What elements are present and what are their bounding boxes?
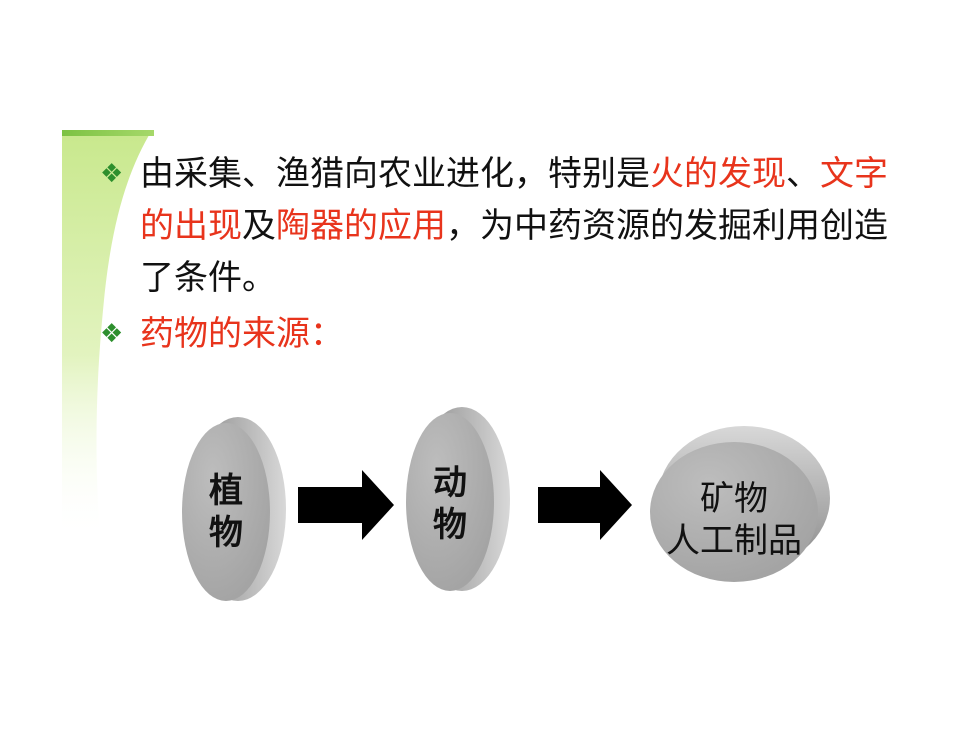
disk-animals	[406, 407, 510, 591]
bullet-text-segment-highlight: 文字的出现	[140, 154, 888, 246]
diamond-bullet-icon: ❖	[100, 159, 124, 189]
bullet-text-segment: ，为中药资源的发掘利用创造了条件。	[140, 206, 888, 298]
right-arrow-icon	[298, 470, 394, 540]
bullet-text-segment: 及	[242, 206, 276, 246]
node-label-line: 物	[209, 513, 243, 553]
bullet-item-sources: ❖ 药物的来源：	[100, 308, 890, 360]
bullet-text-segment: 由采集、渔猎向农业进化，特别是	[140, 154, 650, 194]
right-arrow-icon	[538, 470, 632, 540]
node-label-line: 人工制品	[666, 521, 802, 561]
node-label-line: 动	[433, 463, 467, 503]
bullet-list: ❖ 由采集、渔猎向农业进化，特别是火的发现、文字的出现及陶器的应用，为中药资源的…	[100, 148, 890, 360]
node-label-minerals: 矿物 人工制品	[648, 478, 820, 562]
disk-minerals	[650, 426, 830, 582]
node-label-animals: 动 物	[420, 462, 480, 546]
green-swoosh-decoration	[62, 130, 154, 540]
diamond-bullet-icon: ❖	[100, 319, 124, 349]
bullet-item-history: ❖ 由采集、渔猎向农业进化，特别是火的发现、文字的出现及陶器的应用，为中药资源的…	[100, 148, 890, 304]
disk-plants	[182, 417, 286, 601]
bullet-text-segment: 、	[786, 154, 820, 194]
bullet-text-segment-highlight: 陶器的应用	[276, 206, 446, 246]
node-label-line: 矿物	[700, 479, 768, 519]
node-label-line: 植	[209, 471, 243, 511]
node-label-line: 物	[433, 505, 467, 545]
bullet-text-segment-highlight: 火的发现	[650, 154, 786, 194]
node-label-plants: 植 物	[196, 470, 256, 554]
bullet-text-segment-highlight: 药物的来源：	[140, 314, 344, 354]
